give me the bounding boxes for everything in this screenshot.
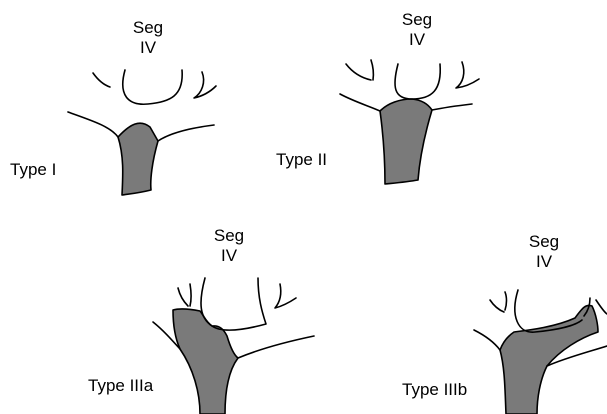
seg-label-text: Seg	[209, 226, 249, 246]
panel-type-1	[68, 70, 216, 195]
panel-type-3a	[153, 278, 314, 414]
seg-label-text: Seg	[128, 18, 168, 38]
type-label-1: Type I	[10, 160, 56, 180]
segment-iv-duct	[123, 70, 182, 104]
seg-label-roman: IV	[128, 38, 168, 58]
tumor-region	[380, 99, 432, 184]
seg-label-2: Seg IV	[397, 10, 437, 50]
tumor-region	[118, 123, 158, 195]
right-branch-duct	[194, 72, 216, 98]
panel-type-2	[340, 60, 479, 184]
bile-duct-left-outline	[340, 94, 380, 111]
seg-label-1: Seg IV	[128, 18, 168, 58]
seg-label-text: Seg	[397, 10, 437, 30]
seg-label-4: Seg IV	[524, 232, 564, 272]
seg-label-roman: IV	[397, 30, 437, 50]
seg-label-roman: IV	[524, 252, 564, 272]
seg-label-roman: IV	[209, 246, 249, 266]
type-label-2: Type II	[276, 150, 327, 170]
right-branch-duct	[456, 62, 479, 88]
left-branch-duct	[346, 60, 373, 80]
segment-iv-duct	[201, 278, 266, 330]
tumor-region	[500, 305, 598, 414]
bile-duct-right-outline	[432, 104, 472, 110]
bile-duct-right-outline	[158, 125, 214, 141]
type-label-3a: Type IIIa	[88, 376, 153, 396]
left-branch-duct	[178, 284, 191, 306]
bile-duct-left-outline	[474, 330, 500, 350]
bile-duct-right-outline	[238, 336, 314, 358]
seg-label-3: Seg IV	[209, 226, 249, 266]
panel-type-3b	[474, 290, 607, 414]
seg-label-text: Seg	[524, 232, 564, 252]
segment-iv-duct	[395, 64, 440, 99]
tumor-region	[173, 309, 238, 414]
left-branch-duct	[490, 292, 507, 312]
bile-duct-left-outline	[68, 112, 118, 137]
type-label-3b: Type IIIb	[402, 380, 467, 400]
left-branch-duct	[93, 73, 110, 87]
right-branch-duct	[275, 284, 296, 308]
